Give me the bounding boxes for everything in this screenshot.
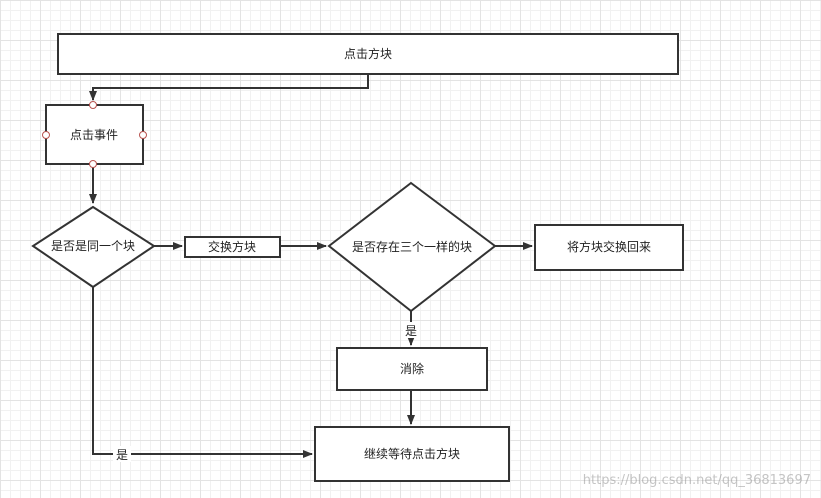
node-eliminate[interactable]: 消除 xyxy=(336,347,488,391)
node-swap-blocks[interactable]: 交换方块 xyxy=(184,236,281,258)
connection-handle-right[interactable] xyxy=(139,131,147,139)
connection-handle-left[interactable] xyxy=(42,131,50,139)
node-click-event[interactable]: 点击事件 xyxy=(42,101,147,168)
edge-label-yes-three: 是 xyxy=(405,324,417,338)
node-click-event-label: 点击事件 xyxy=(70,128,118,142)
node-swap-back[interactable]: 将方块交换回来 xyxy=(534,224,684,271)
connection-handle-top[interactable] xyxy=(89,101,97,109)
node-wait-click[interactable]: 继续等待点击方块 xyxy=(314,426,510,482)
node-click-block[interactable]: 点击方块 xyxy=(57,33,679,75)
edge-label-yes-same: 是 xyxy=(116,448,128,462)
edge-same-q-to-wait xyxy=(92,287,313,458)
edge-label-bg-three xyxy=(403,322,419,338)
edge-label-bg-same xyxy=(113,446,131,462)
node-wait-click-label: 继续等待点击方块 xyxy=(364,446,460,461)
watermark: https://blog.csdn.net/qq_36813697 xyxy=(582,473,811,488)
connection-handle-bottom[interactable] xyxy=(89,160,97,168)
node-three-same-decision[interactable]: 是否存在三个一样的块 xyxy=(327,181,497,313)
edge-click-to-event xyxy=(89,74,369,101)
node-same-block-decision-label: 是否是同一个块 xyxy=(51,239,135,253)
node-eliminate-label: 消除 xyxy=(400,361,424,376)
node-same-block-decision[interactable]: 是否是同一个块 xyxy=(31,205,156,289)
node-click-block-label: 点击方块 xyxy=(344,46,392,61)
node-swap-back-label: 将方块交换回来 xyxy=(567,239,651,254)
node-three-same-decision-label: 是否存在三个一样的块 xyxy=(352,239,472,254)
node-swap-blocks-label: 交换方块 xyxy=(208,239,256,254)
